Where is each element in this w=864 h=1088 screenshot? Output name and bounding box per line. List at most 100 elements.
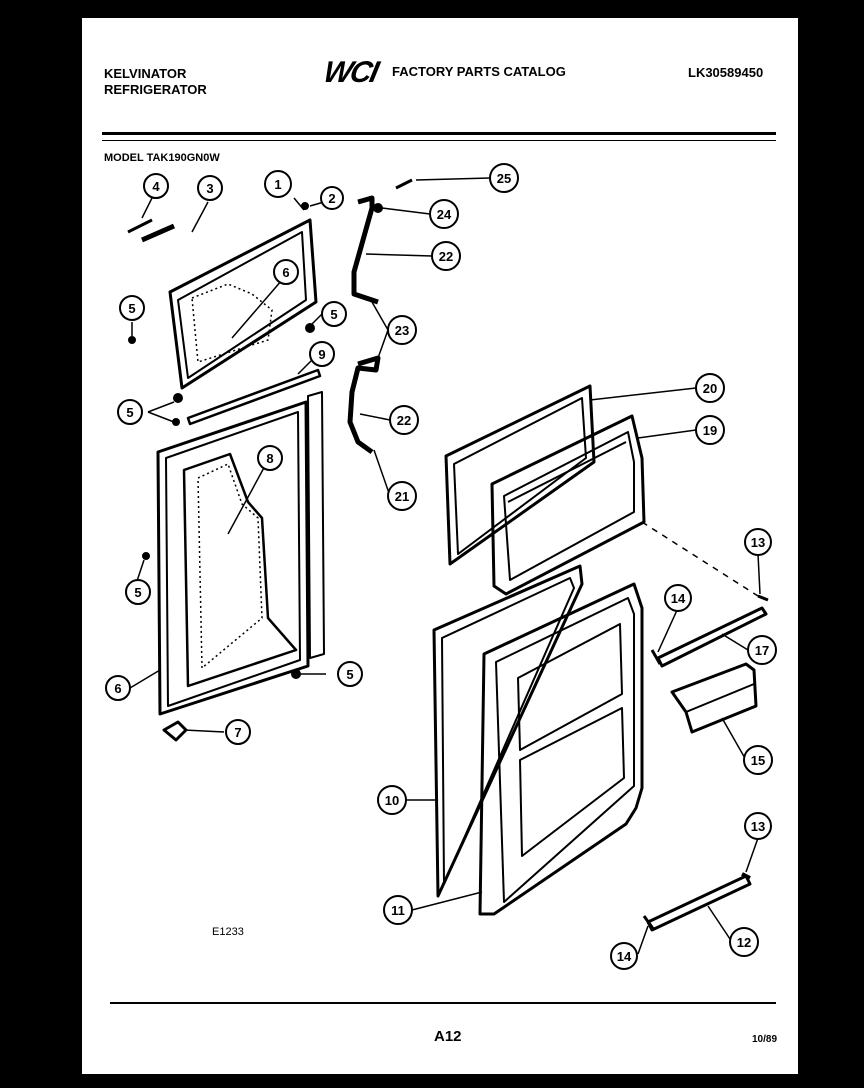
svg-text:7: 7 bbox=[234, 725, 241, 740]
svg-text:10: 10 bbox=[385, 793, 399, 808]
header-rule-thin bbox=[102, 140, 776, 141]
callout-24: 24 bbox=[429, 199, 459, 229]
callout-1: 1 bbox=[264, 170, 292, 198]
screw-5b bbox=[305, 323, 315, 333]
svg-text:15: 15 bbox=[751, 753, 765, 768]
catalog-date: 10/89 bbox=[752, 1034, 778, 1045]
brand-name: KELVINATOR bbox=[104, 66, 187, 81]
svg-text:3: 3 bbox=[206, 181, 213, 196]
callout-5a: 5 bbox=[119, 295, 145, 321]
svg-text:23: 23 bbox=[395, 323, 409, 338]
callout-5b: 5 bbox=[321, 301, 347, 327]
svg-text:5: 5 bbox=[126, 405, 133, 420]
callout-5c: 5 bbox=[117, 399, 143, 425]
callout-8b: 8 bbox=[257, 445, 283, 471]
svg-text:25: 25 bbox=[497, 171, 511, 186]
svg-text:24: 24 bbox=[437, 207, 452, 222]
fresh-food-door-mid bbox=[165, 411, 301, 707]
callout-13a: 13 bbox=[744, 528, 772, 556]
catalog-number: LK30589450 bbox=[688, 65, 764, 80]
callouts: 1 2 3 4 5 5 5 5 5 6 6 7 8 9 10 11 12 13 … bbox=[105, 163, 777, 970]
freezer-gasket-20 bbox=[444, 384, 596, 566]
svg-text:9: 9 bbox=[318, 347, 325, 362]
freezer-liner-shelf bbox=[507, 441, 627, 503]
callout-5e: 5 bbox=[337, 661, 363, 687]
callout-5d: 5 bbox=[125, 579, 151, 605]
rail-end-14b bbox=[642, 915, 656, 931]
fresh-food-door-inner bbox=[182, 452, 298, 688]
screw-5c bbox=[173, 393, 183, 403]
rail-cap-13b bbox=[741, 872, 751, 880]
svg-text:5: 5 bbox=[128, 301, 135, 316]
callout-6b: 6 bbox=[105, 675, 131, 701]
trim-part-4 bbox=[127, 218, 153, 234]
callout-22b: 22 bbox=[389, 405, 419, 435]
svg-text:4: 4 bbox=[152, 179, 160, 194]
header-rule bbox=[102, 132, 776, 135]
callout-11: 11 bbox=[383, 895, 413, 925]
svg-text:17: 17 bbox=[755, 643, 769, 658]
svg-text:19: 19 bbox=[703, 423, 717, 438]
model-label: MODEL TAK190GN0W bbox=[104, 152, 220, 164]
screw-5e bbox=[142, 552, 150, 560]
svg-text:13: 13 bbox=[751, 535, 765, 550]
fresh-food-door-outer bbox=[156, 400, 310, 716]
callout-14b: 14 bbox=[610, 942, 638, 970]
freezer-liner-19 bbox=[490, 414, 646, 596]
callout-19: 19 bbox=[695, 415, 725, 445]
rail-end-14 bbox=[650, 649, 662, 665]
page-number: A12 bbox=[434, 1028, 462, 1045]
callout-10: 10 bbox=[377, 785, 407, 815]
door-bin-15 bbox=[670, 662, 758, 734]
liner-shelf-upper bbox=[517, 623, 623, 751]
callout-21: 21 bbox=[387, 481, 417, 511]
freezer-door-inner bbox=[177, 231, 307, 379]
callout-2: 2 bbox=[320, 186, 344, 210]
svg-text:6: 6 bbox=[114, 681, 121, 696]
svg-text:5: 5 bbox=[346, 667, 353, 682]
liner-shelf-lower bbox=[519, 707, 625, 857]
footer-rule bbox=[110, 1002, 776, 1004]
svg-text:20: 20 bbox=[703, 381, 717, 396]
screw-25 bbox=[395, 178, 413, 190]
svg-text:6: 6 bbox=[282, 265, 289, 280]
fresh-food-gasket-10-inner bbox=[441, 577, 575, 885]
freezer-gasket-20-inner bbox=[453, 397, 587, 555]
svg-text:5: 5 bbox=[330, 307, 337, 322]
callout-13b: 13 bbox=[744, 812, 772, 840]
svg-text:8: 8 bbox=[266, 451, 273, 466]
handle-upper bbox=[351, 195, 379, 305]
callout-17: 17 bbox=[747, 635, 777, 665]
hinge-7 bbox=[162, 720, 188, 742]
callout-25: 25 bbox=[489, 163, 519, 193]
screw-2 bbox=[301, 202, 309, 210]
svg-text:12: 12 bbox=[737, 935, 751, 950]
handle-lower bbox=[347, 355, 381, 455]
catalog-page: KELVINATOR REFRIGERATOR WCI FACTORY PART… bbox=[82, 18, 798, 1074]
rail-cap-13 bbox=[757, 594, 769, 602]
callout-7: 7 bbox=[225, 719, 251, 745]
callout-12: 12 bbox=[729, 927, 759, 957]
callout-20: 20 bbox=[695, 373, 725, 403]
fresh-food-gasket-10 bbox=[432, 564, 584, 898]
svg-text:11: 11 bbox=[391, 903, 405, 918]
callout-22a: 22 bbox=[431, 241, 461, 271]
door-edge-strip bbox=[307, 391, 325, 659]
fresh-food-liner-11-inner bbox=[495, 597, 635, 903]
svg-text:1: 1 bbox=[274, 177, 281, 192]
callout-4: 4 bbox=[143, 173, 169, 199]
svg-text:14: 14 bbox=[617, 949, 632, 964]
catalog-title: FACTORY PARTS CATALOG bbox=[392, 64, 566, 79]
freezer-liner-19-inner bbox=[503, 431, 635, 581]
svg-text:21: 21 bbox=[395, 489, 409, 504]
handle-cap-24 bbox=[373, 203, 383, 213]
screw-5f bbox=[291, 669, 301, 679]
callout-15: 15 bbox=[743, 745, 773, 775]
door-bin-15-edge bbox=[685, 683, 755, 713]
figure-code: E1233 bbox=[212, 926, 244, 938]
callout-9: 9 bbox=[309, 341, 335, 367]
freezer-door-outer bbox=[168, 218, 318, 390]
callout-3: 3 bbox=[197, 175, 223, 201]
callout-6a: 6 bbox=[273, 259, 299, 285]
svg-text:22: 22 bbox=[439, 249, 453, 264]
